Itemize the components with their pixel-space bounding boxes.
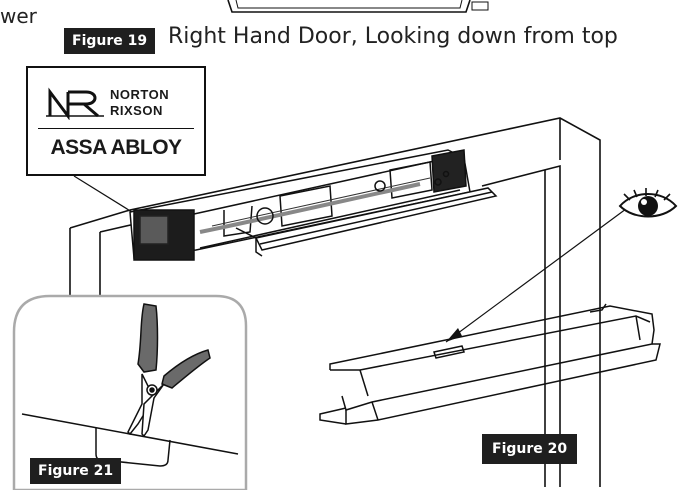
logo-line-norton: NORTON (110, 87, 170, 102)
eye-icon (618, 188, 678, 218)
cover (319, 303, 661, 425)
figure-19-caption: Right Hand Door, Looking down from top (168, 24, 618, 49)
logo-line-rixson: RIXSON (110, 103, 163, 118)
logo-brand: ASSA ABLOY (50, 136, 182, 159)
figure-21-badge: Figure 21 (30, 458, 122, 484)
norton-rixson-logo: NORTON RIXSON ASSA ABLOY (26, 66, 206, 176)
figure-19-badge: Figure 19 (64, 28, 156, 54)
door-closer (129, 149, 498, 261)
logo-divider (38, 128, 194, 129)
figure-20-badge: Figure 20 (482, 434, 578, 464)
pliers-icon (127, 303, 211, 438)
cut-off-text: wer (0, 4, 37, 28)
nr-logo-mark (46, 87, 104, 120)
